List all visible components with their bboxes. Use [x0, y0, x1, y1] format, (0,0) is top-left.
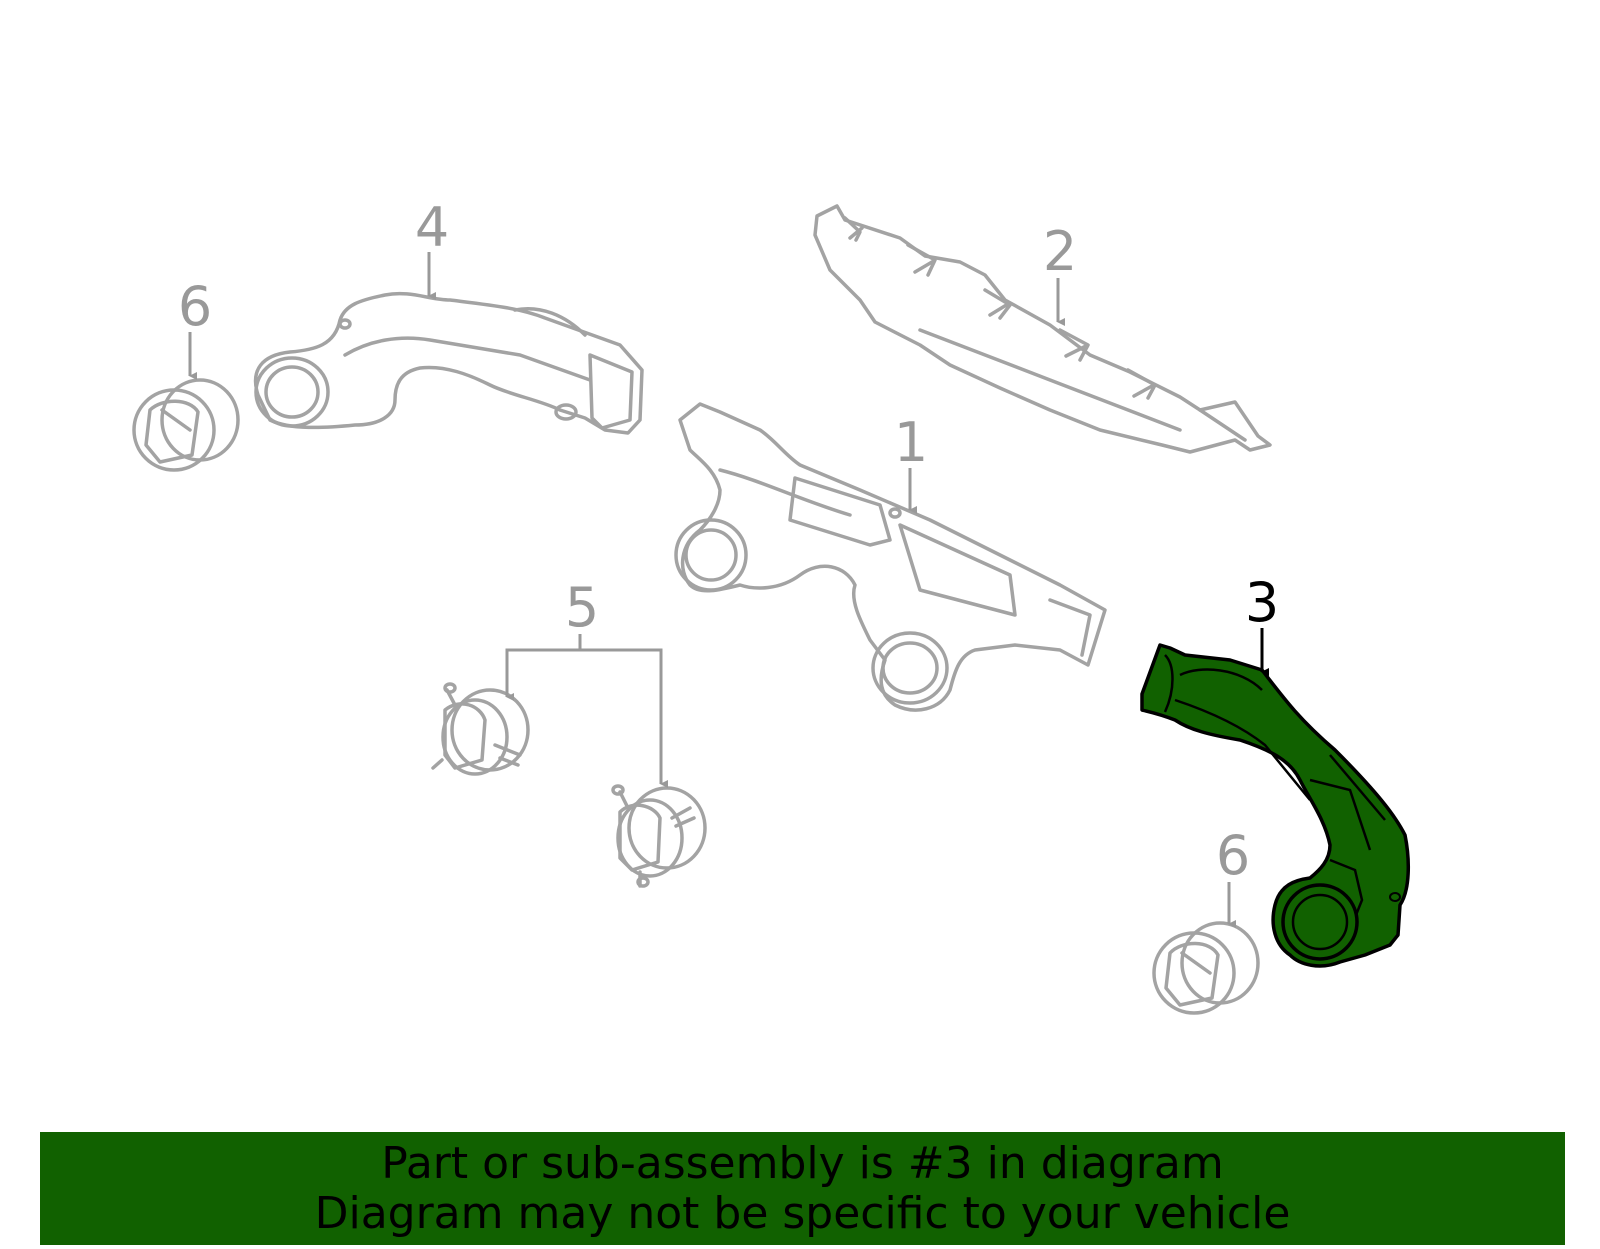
callout-2: 2	[1043, 220, 1077, 326]
callout-2-label: 2	[1043, 220, 1077, 283]
callout-1: 1	[894, 411, 928, 514]
notice-banner: Part or sub-assembly is #3 in diagram Di…	[40, 1132, 1565, 1245]
callout-6-right: 6	[1216, 824, 1250, 928]
callout-6-left-label: 6	[178, 275, 212, 338]
callout-1-label: 1	[894, 411, 928, 474]
callout-6-right-label: 6	[1216, 824, 1250, 887]
callout-3: 3	[1245, 571, 1279, 676]
banner-line-2: Diagram may not be specific to your vehi…	[314, 1187, 1291, 1239]
part-5-vent-upper[interactable]	[431, 682, 530, 776]
part-2-bracket-duct[interactable]	[813, 204, 1272, 454]
callout-3-label: 3	[1245, 571, 1279, 634]
callout-5-label: 5	[565, 576, 599, 639]
part-3-duct-highlighted[interactable]	[1140, 643, 1411, 968]
part-5-vent-lower[interactable]	[611, 784, 707, 888]
banner-line-1: Part or sub-assembly is #3 in diagram	[381, 1137, 1224, 1189]
callout-6-left: 6	[178, 275, 212, 380]
callout-4-label: 4	[415, 196, 449, 259]
callout-5: 5	[505, 576, 668, 788]
part-4-duct[interactable]	[253, 291, 644, 435]
part-1-center-duct[interactable]	[674, 402, 1107, 712]
callout-4: 4	[415, 196, 449, 300]
part-6-vent-right[interactable]	[1152, 921, 1260, 1015]
part-6-vent-left[interactable]	[132, 378, 240, 472]
